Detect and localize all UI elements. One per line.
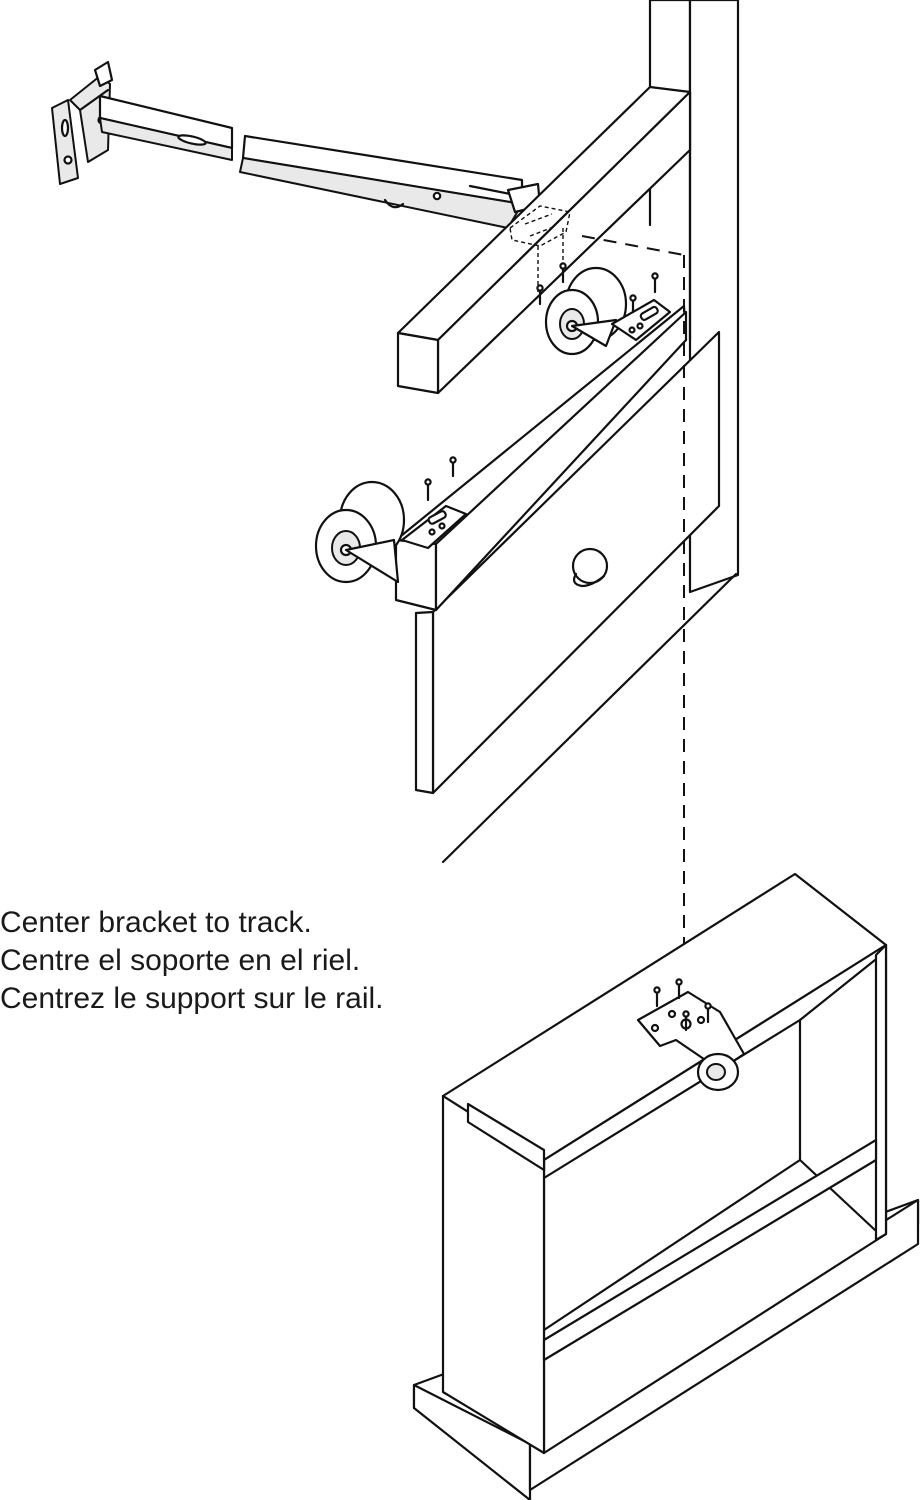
overhead-track: [51, 60, 542, 229]
hidden-bracket-outline: [509, 205, 571, 292]
base-frame: [412, 872, 920, 1500]
wall-plate: [51, 99, 79, 185]
instruction-french: Centrez le support sur le rail.: [0, 982, 384, 1015]
roller-upper: [544, 266, 672, 356]
floor-line: [441, 572, 738, 864]
instruction-english: Center bracket to track.: [0, 906, 312, 939]
header-beam: [396, 85, 692, 395]
floor-guide-bracket: [636, 978, 746, 1092]
door-knob: [571, 547, 609, 585]
alignment-guide: [581, 235, 685, 970]
instruction-caption: Center bracket to track. Centre el sopor…: [0, 904, 470, 1018]
door-panel: [394, 304, 721, 795]
instruction-spanish: Centre el soporte en el riel.: [0, 944, 361, 977]
roller-lower: [314, 480, 468, 584]
screws: [424, 262, 659, 502]
